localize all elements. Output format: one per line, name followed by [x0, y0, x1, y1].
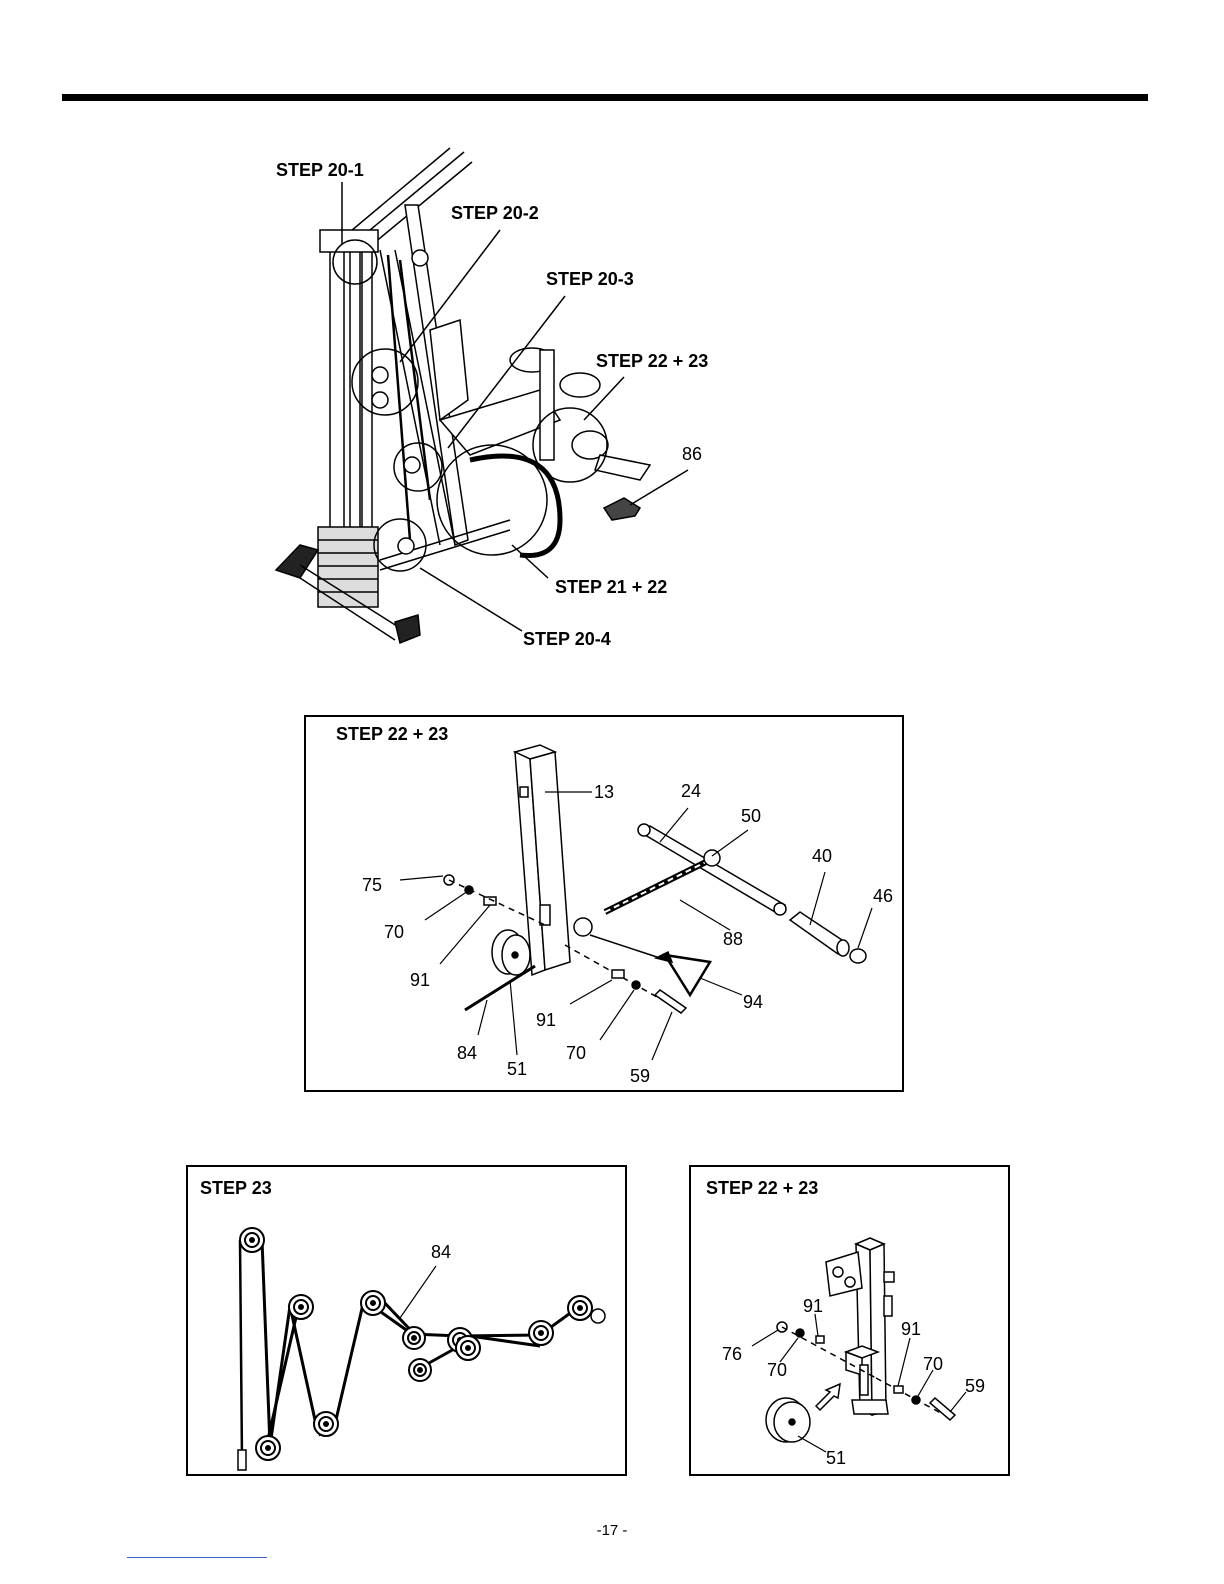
detail-pulley-title: STEP 22 + 23: [706, 1178, 818, 1198]
part-70-left-pulley: 70: [767, 1360, 787, 1380]
part-84-cable: 84: [431, 1242, 451, 1262]
footer-link-underline: [127, 1557, 267, 1558]
detail-pulley-frame: [690, 1166, 1009, 1475]
detail-main-drawing: [444, 745, 866, 1013]
part-70-left: 70: [384, 922, 404, 942]
part-46: 46: [873, 886, 893, 906]
part-91-right: 91: [536, 1010, 556, 1030]
part-76: 76: [722, 1344, 742, 1364]
label-step-20-3: STEP 20-3: [546, 269, 634, 289]
detail-cable-leader: [400, 1266, 436, 1318]
label-step-22-23: STEP 22 + 23: [596, 351, 708, 371]
page-number: -17 -: [0, 1522, 1224, 1539]
label-step-20-4: STEP 20-4: [523, 629, 611, 649]
label-step-21-22: STEP 21 + 22: [555, 577, 667, 597]
part-88: 88: [723, 929, 743, 949]
part-70-right: 70: [566, 1043, 586, 1063]
part-59: 59: [630, 1066, 650, 1086]
part-91-left: 91: [410, 970, 430, 990]
label-step-20-2: STEP 20-2: [451, 203, 539, 223]
part-24: 24: [681, 781, 701, 801]
part-51-pulley: 51: [826, 1448, 846, 1468]
detail-cable-title: STEP 23: [200, 1178, 272, 1198]
part-91-lower: 91: [901, 1319, 921, 1339]
part-84: 84: [457, 1043, 477, 1063]
detail-pulley-part-numbers: 91 91 76 70 70 59 51: [722, 1296, 985, 1468]
part-91-upper: 91: [803, 1296, 823, 1316]
part-40: 40: [812, 846, 832, 866]
label-step-20-1: STEP 20-1: [276, 160, 364, 180]
part-75: 75: [362, 875, 382, 895]
label-part-86: 86: [682, 444, 702, 464]
part-59-pulley: 59: [965, 1376, 985, 1396]
detail-pulley-drawing: [766, 1238, 955, 1442]
detail-cable-drawing: [238, 1228, 605, 1470]
part-94: 94: [743, 992, 763, 1012]
part-70-right-pulley: 70: [923, 1354, 943, 1374]
part-51: 51: [507, 1059, 527, 1079]
part-13: 13: [594, 782, 614, 802]
detail-main-title: STEP 22 + 23: [336, 724, 448, 744]
part-50: 50: [741, 806, 761, 826]
